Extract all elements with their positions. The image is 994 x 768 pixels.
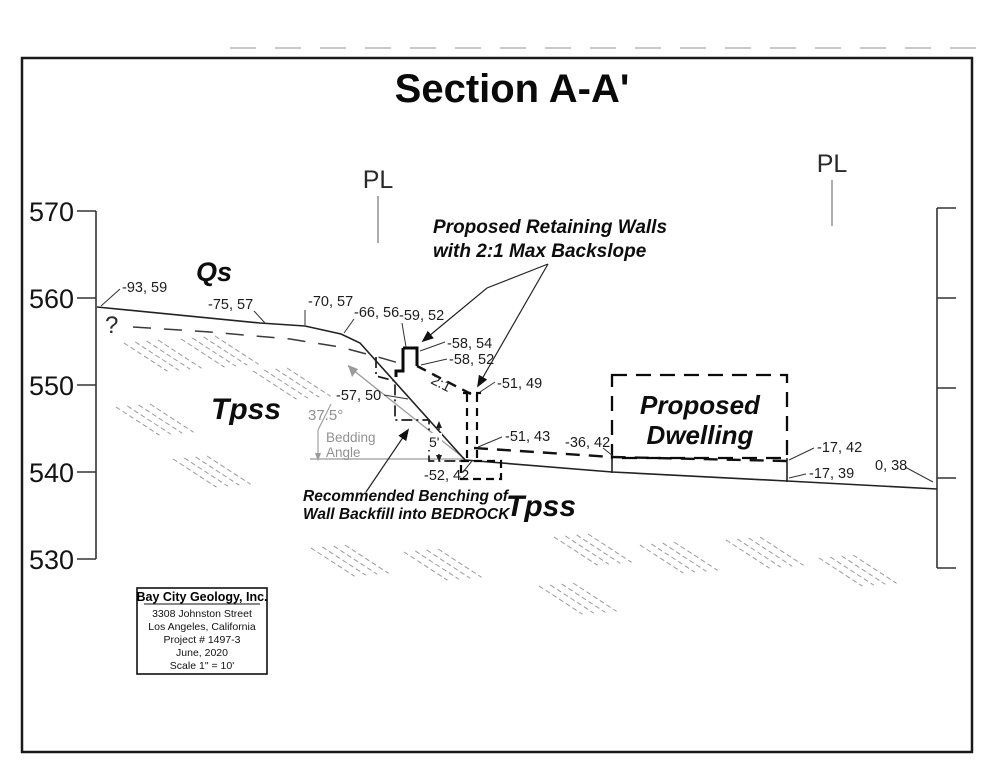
elevation-label: 560 <box>29 284 74 314</box>
dwelling-label-line1: Proposed <box>640 390 761 420</box>
wall-height-dimension <box>427 421 442 462</box>
dwelling-outline <box>610 373 789 460</box>
coord-label: -17, 42 <box>817 440 862 456</box>
unit-label-tpss-upper: Tpss <box>211 393 281 426</box>
company-address1: 3308 Johnston Street <box>152 608 252 620</box>
wall-height-label: 5' <box>429 434 439 450</box>
coord-label: -51, 43 <box>505 429 550 445</box>
elevation-label: 550 <box>29 371 74 401</box>
coord-label: -36, 42 <box>565 435 610 451</box>
section-title: Section A-A' <box>395 67 630 111</box>
property-line-label: PL <box>363 166 394 194</box>
benching-line <box>375 357 465 462</box>
drawing-date: June, 2020 <box>176 647 228 659</box>
coord-label: -58, 52 <box>449 352 494 368</box>
coord-label: -57, 50 <box>336 388 381 404</box>
bedding-angle-word2: Angle <box>326 445 361 460</box>
bedding-dip-arrowhead <box>348 365 358 377</box>
bedding-plane-line <box>347 365 466 460</box>
coord-label: -17, 39 <box>809 466 854 482</box>
bedding-bracket-arrowhead <box>315 453 321 461</box>
drawing-border <box>20 56 974 754</box>
title-block <box>136 587 268 675</box>
elevation-label: 540 <box>29 458 74 488</box>
geologic-contact-line <box>132 326 403 365</box>
elevation-scale-right <box>936 207 956 569</box>
bedding-angle-pointer <box>317 403 332 431</box>
dwelling-label-line2: Dwelling <box>647 420 754 450</box>
coord-label: -70, 57 <box>308 294 353 310</box>
point-leader-lines <box>100 288 934 483</box>
coord-label: -51, 49 <box>497 376 542 392</box>
leader-to-lower-wall <box>477 263 549 388</box>
property-line-label: PL <box>817 150 848 178</box>
company-address2: Los Angeles, California <box>148 621 256 633</box>
bedding-angle-value: 37.5° <box>308 407 343 424</box>
retaining-wall-note-line1: Proposed Retaining Walls <box>433 217 667 238</box>
project-number: Project # 1497-3 <box>163 634 240 646</box>
coord-label: -58, 54 <box>447 336 492 352</box>
upper-retaining-wall <box>394 346 419 377</box>
coord-label: -93, 59 <box>122 280 167 296</box>
elevation-scale-left <box>77 210 97 560</box>
retaining-wall-note-line2: with 2:1 Max Backslope <box>433 241 647 262</box>
coord-label: -75, 57 <box>208 297 253 313</box>
company-name: Bay City Geology, Inc. <box>136 590 267 604</box>
ground-surface-line <box>96 306 938 490</box>
coord-label: -66, 56 <box>354 305 399 321</box>
leader-to-benching <box>365 428 410 493</box>
coord-label: -59, 52 <box>399 308 444 324</box>
drawing-scale: Scale 1" = 10' <box>170 660 234 672</box>
lower-retaining-wall <box>459 391 503 481</box>
elevation-label: 530 <box>29 545 74 575</box>
point-labels: -93, 59 -75, 57 -70, 57 -66, 56 -59, 52 … <box>122 280 907 484</box>
elevation-label: 570 <box>29 197 74 227</box>
unit-label-qs: Qs <box>196 257 232 287</box>
benching-note-line2: Wall Backfill into BEDROCK <box>303 506 511 523</box>
coord-label: 0, 38 <box>875 458 907 474</box>
leader-to-upper-wall <box>421 263 549 343</box>
bedding-angle-word1: Bedding <box>326 430 376 445</box>
coord-label: -52, 42 <box>424 468 469 484</box>
benching-note-line1: Recommended Benching of <box>303 488 510 505</box>
unit-label-tpss-lower: Tpss <box>506 490 576 523</box>
contact-query-mark: ? <box>105 312 118 339</box>
wall-footing <box>459 459 503 481</box>
